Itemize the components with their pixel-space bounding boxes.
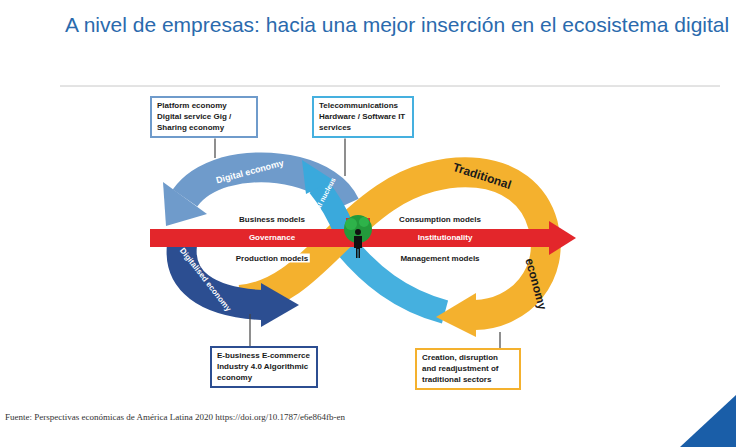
band-text: Institutionality [418,234,473,242]
arrow-head [436,293,476,337]
leader-line [214,138,215,158]
person-head [355,229,361,235]
arrow-label: Digital economy [215,159,284,186]
arrow-node: Digital economy [200,158,300,186]
model-label: Consumption models [397,215,483,224]
model-label: Business models [237,215,307,224]
model-label: Production models [234,254,310,263]
arrow-node: Digitalised economy [175,248,235,314]
arrow-label: Digitalised economy [178,247,232,313]
arrow-head [549,221,576,255]
tree-crown [345,218,357,230]
tree-crown [359,217,369,227]
box-text: E-business E-commerce Industry 4.0 Algor… [217,351,311,383]
leader-line [344,138,345,176]
arrow-label: Digital nucleus [307,176,337,223]
text-box: Creation, disruption and readjustment of… [415,348,521,390]
band-text: Governance [249,234,295,242]
arrow-node: Digital nucleus [306,176,338,224]
leader-line [249,314,250,346]
text-box: E-business E-commerce Industry 4.0 Algor… [210,346,318,388]
title-rule [60,86,720,87]
box-text: Telecommunications Hardware / Software I… [319,101,407,133]
arrow-head [261,283,299,327]
text-box: Platform economy Digital service Gig / S… [150,96,258,138]
arrow-label: Traditional [451,161,512,191]
box-text: Creation, disruption and readjustment of… [422,353,514,385]
leader-line [499,332,500,348]
caption: Fuente: Perspectivas económicas de Améri… [5,412,345,422]
title: A nivel de empresas: hacia una mejor ins… [65,12,730,37]
text-box: Telecommunications Hardware / Software I… [312,96,414,138]
corner-decoration [680,395,736,447]
box-text: Platform economy Digital service Gig / S… [157,101,251,133]
person-body [354,236,362,258]
model-label: Management models [398,254,481,263]
arrow-label: economy [523,257,548,311]
arrow-head [163,182,207,226]
